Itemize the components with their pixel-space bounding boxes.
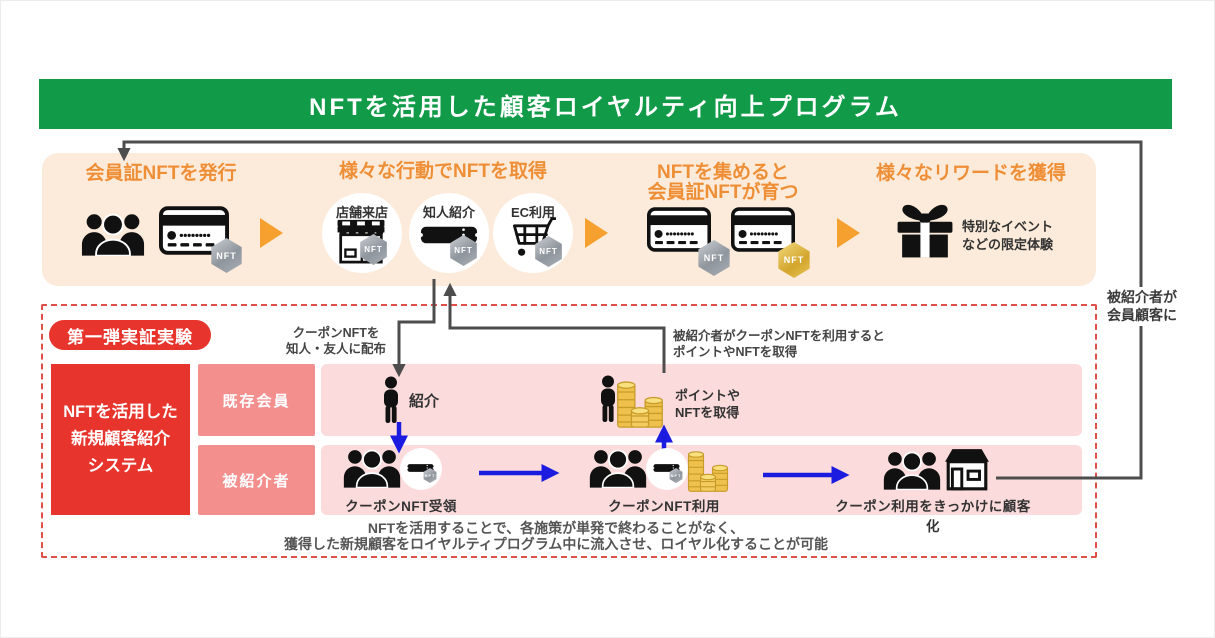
note-distribute-line2: 知人・友人に配布 [285, 342, 386, 357]
experiment-footnote: NFTを活用することで、各施策が単発で終わることがなく、 獲得した新規顧客をロイ… [131, 520, 981, 553]
action-circle-store-visit: 店舗来店 [322, 193, 402, 273]
people-icon [589, 448, 647, 488]
loop-note: 被紹介者が 会員顧客に [1101, 287, 1183, 326]
gift-icon [893, 197, 957, 263]
action-circle-ec: EC利用 [493, 193, 573, 273]
step4-title: 様々なリワードを獲得 [875, 163, 1066, 184]
people-icon [343, 448, 401, 488]
reward-note-line1: 特別なイベント [962, 219, 1054, 234]
loop-note-line2: 会員顧客に [1107, 306, 1177, 323]
reward-note: 特別なイベント などの限定体験 [962, 218, 1053, 253]
points-label: ポイントや NFTを取得 [675, 388, 740, 422]
nft-badge-text: NFT [364, 245, 383, 254]
points-label-line2: NFTを取得 [675, 404, 740, 420]
coupon-nft-icon: NFT [400, 448, 442, 490]
row-label-referred-person: 被紹介者 [198, 445, 315, 515]
note-use-line2: ポイントやNFTを取得 [673, 345, 798, 360]
nft-badge-text: NFT [539, 247, 558, 256]
nft-badge-text: NFT [703, 253, 725, 263]
coins-icon [616, 377, 664, 431]
step3-title: NFTを集めると 会員証NFTが育つ [613, 162, 833, 204]
people-icon [883, 450, 941, 490]
referral-system-box: NFTを活用した 新規顧客紹介 システム [51, 364, 190, 515]
referral-label: 紹介 [409, 393, 440, 410]
flow-arrow-right-icon [837, 218, 860, 248]
system-line3: システム [87, 457, 154, 476]
footnote-line1: NFTを活用することで、各施策が単発で終わることがなく、 [367, 520, 745, 536]
people-icon [81, 212, 145, 256]
footnote-line2: 獲得した新規顧客をロイヤルティプログラム中に流入させ、ロイヤル化することが可能 [284, 535, 828, 552]
step3-title-line2: 会員証NFTが育つ [647, 182, 799, 204]
note-distribute-line1: クーポンNFTを [292, 326, 380, 340]
note-distribute-coupon: クーポンNFTを 知人・友人に配布 [261, 325, 411, 358]
system-line2: 新規顧客紹介 [71, 429, 170, 448]
action-circle-referral: 知人紹介 [409, 193, 489, 273]
action-label-referral: 知人紹介 [422, 205, 475, 220]
step3-title-line1: NFTを集めると [657, 162, 789, 183]
nft-badge-text: NFT [454, 246, 473, 255]
row-label-existing-member: 既存会員 [198, 364, 315, 436]
reward-note-line2: などの限定体験 [962, 236, 1054, 252]
nft-badge-text: NFT [783, 255, 805, 265]
loop-note-line1: 被紹介者が [1107, 289, 1177, 305]
page-title: NFTを活用した顧客ロイヤルティ向上プログラム [39, 79, 1172, 129]
page-title-text: NFTを活用した顧客ロイヤルティ向上プログラム [309, 93, 902, 121]
person-icon [380, 376, 402, 428]
nft-badge-text: NFT [424, 473, 436, 478]
points-label-line1: ポイントや [675, 388, 741, 403]
item-become-customer-label: クーポン利用をきっかけに顧客化 [835, 499, 1031, 534]
coupon-nft-icon: NFT [646, 448, 688, 490]
note-use-line1: 被紹介者がクーポンNFTを利用すると [673, 329, 885, 343]
step1-title: 会員証NFTを発行 [85, 163, 237, 184]
item-coupon-use-label: クーポンNFT利用 [608, 499, 720, 514]
system-line1: NFTを活用した [63, 402, 178, 421]
nft-badge-text: NFT [216, 250, 237, 261]
coins-icon [687, 447, 729, 495]
experiment-badge: 第一弾実証実験 [49, 320, 211, 350]
note-coupon-use: 被紹介者がクーポンNFTを利用すると ポイントやNFTを取得 [673, 328, 885, 361]
flow-arrow-right-icon [585, 218, 608, 248]
membership-card-icon [647, 207, 711, 252]
flow-arrow-right-icon [260, 218, 283, 248]
nft-badge-text: NFT [670, 473, 682, 478]
membership-card-icon [731, 207, 795, 252]
step2-title: 様々な行動でNFTを取得 [339, 161, 547, 182]
store-icon [943, 447, 991, 491]
item-coupon-receive-label: クーポンNFT受領 [345, 499, 457, 514]
